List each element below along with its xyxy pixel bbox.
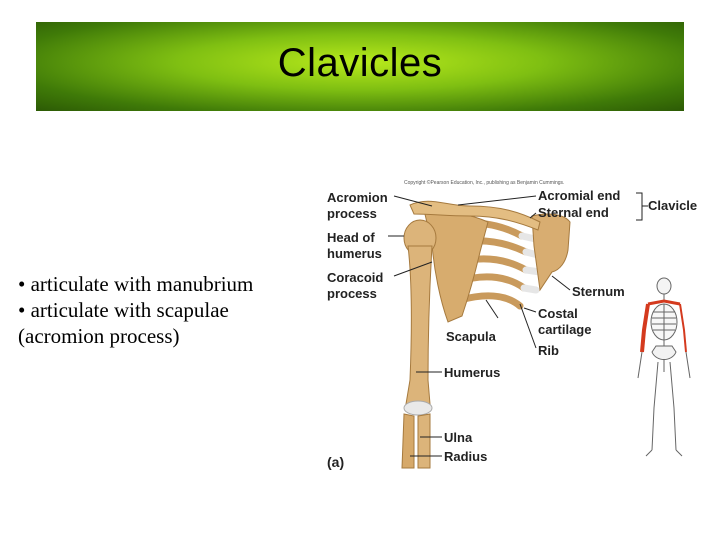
label-clavicle: Clavicle (648, 198, 697, 213)
bullet-item-acromion: (acromion process) (18, 324, 180, 348)
slide-title: Clavicles (277, 41, 443, 85)
bullet-list: • articulate with manubrium • articulate… (18, 271, 318, 349)
label-sternum: Sternum (572, 284, 625, 299)
label-acromion-1: Acromion (327, 190, 388, 205)
label-head-2: humerus (327, 246, 382, 261)
label-costal-2: cartilage (538, 322, 591, 337)
label-radius: Radius (444, 449, 487, 464)
label-costal-1: Costal (538, 306, 578, 321)
bullet-item-scapulae: • articulate with scapulae (18, 298, 229, 322)
label-rib: Rib (538, 343, 559, 358)
skeleton-thumbnail (637, 277, 691, 457)
bullet-item-manubrium: • articulate with manubrium (18, 272, 254, 296)
bone-illustration (401, 200, 571, 469)
title-banner: Clavicles (36, 22, 684, 111)
copyright-text: Copyright ©Pearson Education, Inc., publ… (404, 179, 564, 186)
label-coracoid-2: process (327, 286, 377, 301)
leader-lines (388, 192, 648, 457)
label-acromial-end: Acromial end (538, 188, 620, 203)
label-head-1: Head of (327, 230, 375, 245)
label-scapula: Scapula (446, 329, 497, 344)
figure-tag: (a) (327, 454, 344, 470)
label-ulna: Ulna (444, 430, 473, 445)
label-humerus: Humerus (444, 365, 500, 380)
label-coracoid-1: Coracoid (327, 270, 383, 285)
label-sternal-end: Sternal end (538, 205, 609, 220)
label-acromion-2: process (327, 206, 377, 221)
